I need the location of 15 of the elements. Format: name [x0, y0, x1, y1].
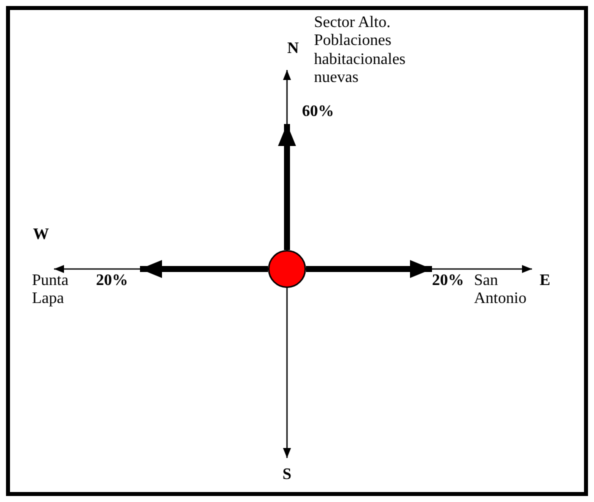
- arrow: [278, 124, 296, 250]
- percentage-label: 60%: [302, 103, 334, 121]
- percentage-label: 20%: [432, 272, 464, 290]
- place-label: Punta Lapa: [32, 272, 70, 309]
- place-label: Sector Alto. Poblaciones habitacionales nuevas: [314, 14, 407, 88]
- percentage-label: 20%: [96, 272, 128, 290]
- arrow: [140, 260, 268, 278]
- center-circle: [268, 250, 306, 288]
- arrow: [283, 288, 291, 458]
- compass-letter: W: [33, 226, 49, 244]
- compass-letter: N: [287, 40, 299, 58]
- compass-letter: S: [282, 466, 292, 484]
- arrow: [306, 260, 432, 278]
- compass-letter: E: [540, 272, 550, 290]
- place-label: San Antonio: [474, 272, 528, 309]
